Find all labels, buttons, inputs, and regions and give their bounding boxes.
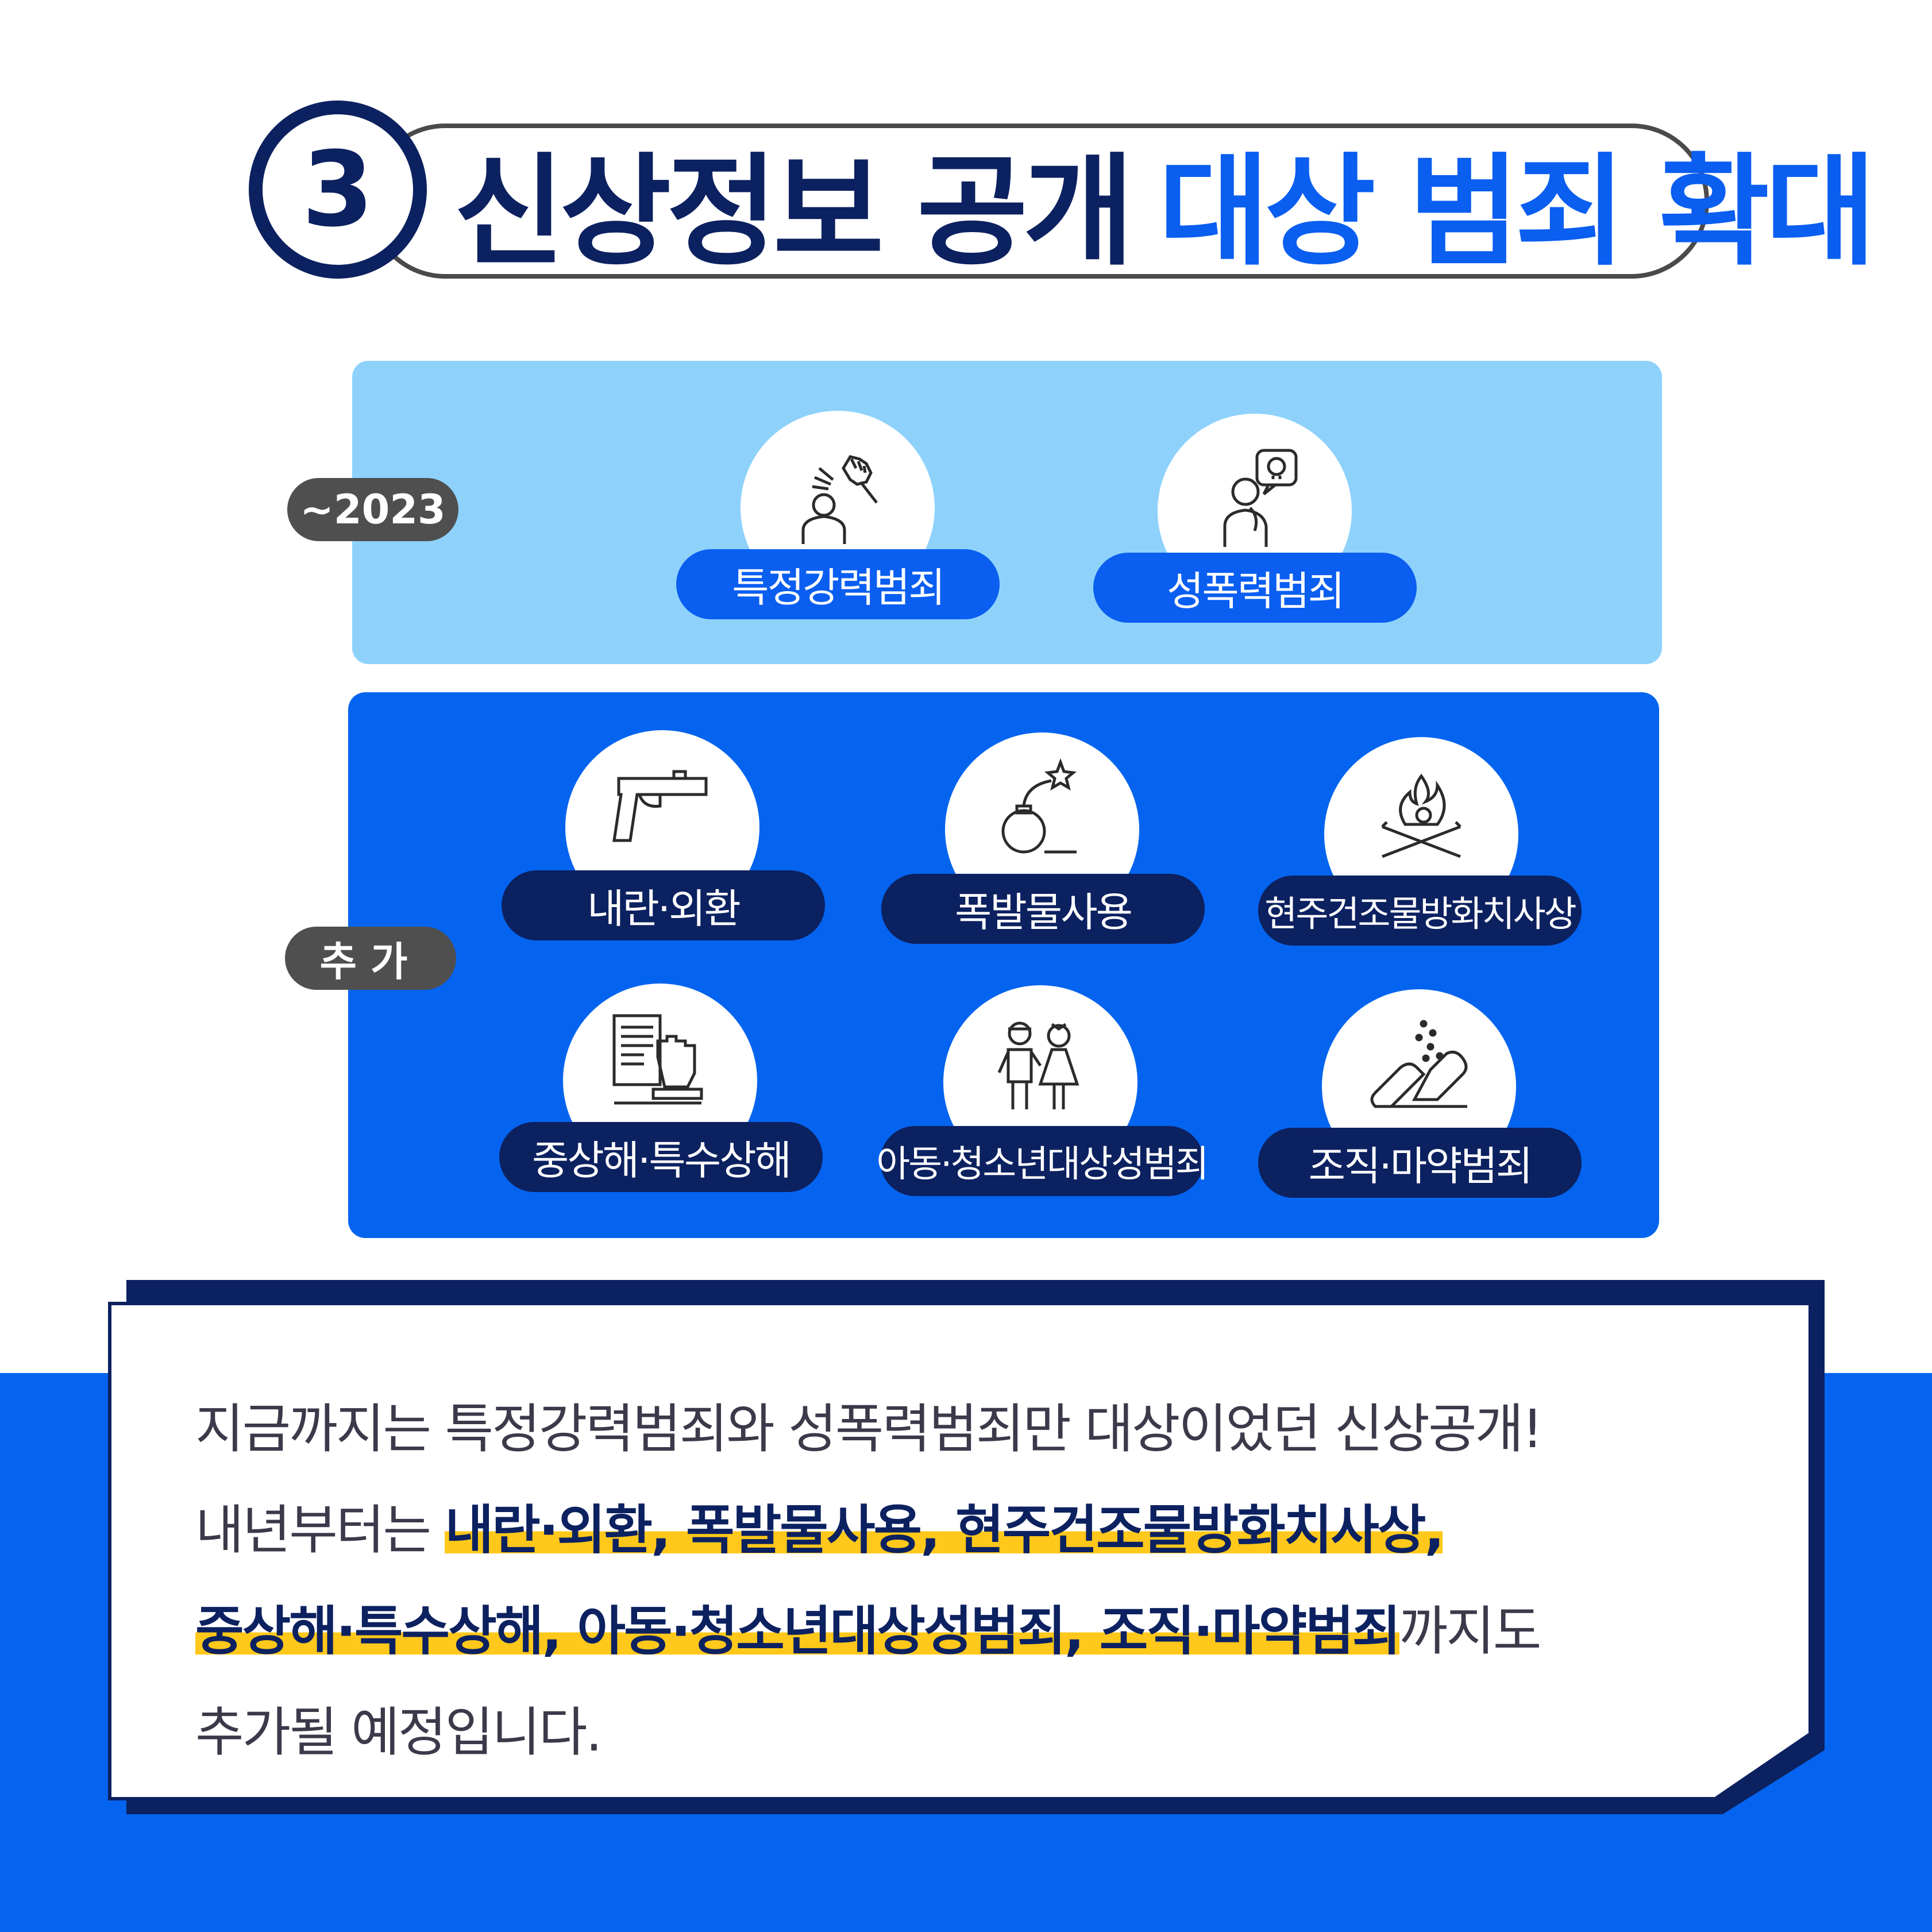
summary-line-3: 중상해·특수상해, 아동·청소년대상성범죄, 조직·마약범죄까지도 [195,1581,1746,1682]
step-number-badge: 3 [249,101,427,279]
summary-line-3-suffix: 까지도 [1399,1601,1542,1662]
label-arson-death-injury: 현주건조물방화치사상 [1258,876,1582,946]
label-aggravated-injury: 중상해·특수상해 [499,1122,823,1192]
summary-text: 지금까지는 특정강력범죄와 성폭력범죄만 대상이었던 신상공개! 내년부터는 내… [195,1379,1746,1783]
title-dark-text: 신상정보 공개 [454,141,1134,282]
summary-line-2-prefix: 내년부터는 [195,1499,445,1561]
label-child-sex-crime: 아동·청소년대상성범죄 [876,1126,1209,1196]
existing-crimes-panel [352,361,1662,664]
title-pill-frame [368,124,1709,279]
badge-until-2023: ~2023 [287,478,458,541]
label-insurrection: 내란·외환 [502,870,825,940]
highlight-line-3: 중상해·특수상해, 아동·청소년대상성범죄, 조직·마약범죄 [195,1601,1401,1662]
summary-line-2: 내년부터는 내란·외환, 폭발물사용, 현주건조물방화치사상, [195,1480,1746,1581]
highlight-line-2: 내란·외환, 폭발물사용, 현주건조물방화치사상, [445,1499,1444,1561]
summary-line-1: 지금까지는 특정강력범죄와 성폭력범죄만 대상이었던 신상공개! [195,1398,1543,1460]
label-organized-drug-crime: 조직·마약범죄 [1258,1128,1582,1198]
label-violent-crime: 특정강력범죄 [676,549,1000,619]
label-sexual-crime: 성폭력범죄 [1093,553,1417,623]
label-explosive-use: 폭발물사용 [881,874,1205,944]
badge-added: 추가 [285,927,456,990]
page-title: 신상정보 공개 대상 범죄 확대 [454,132,1876,282]
summary-line-4: 추가될 예정입니다. [195,1702,603,1763]
title-blue-text: 대상 범죄 확대 [1158,141,1876,282]
